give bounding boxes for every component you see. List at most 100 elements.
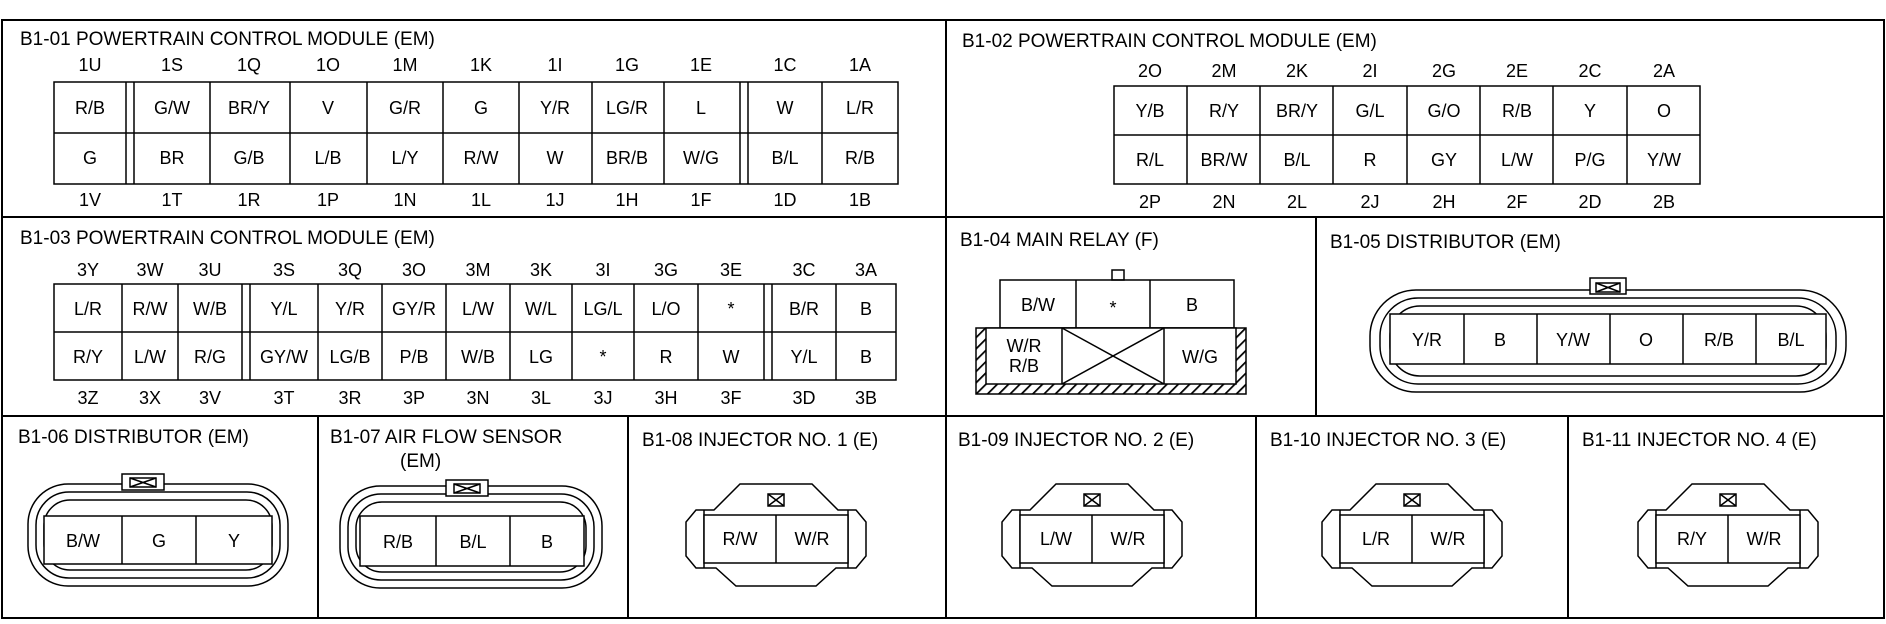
b1-11-lock: [1719, 493, 1737, 507]
b1-04-body: [975, 269, 1247, 395]
b1-08-lock: [767, 493, 785, 507]
b1-03-pin: *: [727, 299, 734, 319]
b1-01-top-label: 1Q: [237, 55, 261, 75]
b1-03-pin: LG/L: [583, 299, 622, 319]
b1-03-bottom-label: 3F: [720, 388, 741, 408]
b1-02-bottom-label: 2J: [1360, 192, 1379, 212]
b1-01-top-label: 1S: [161, 55, 183, 75]
b1-03-pin: P/B: [399, 347, 428, 367]
b1-02-pin: Y: [1584, 101, 1596, 121]
b1-01-bottom-label: 1T: [161, 190, 182, 210]
connector-b1-03: 3YL/RR/Y3Z3WR/WL/W3X3UW/BR/G3V3SY/LGY/W3…: [53, 260, 897, 408]
b1-03-top-label: 3S: [273, 260, 295, 280]
b1-08-outline: [685, 483, 867, 587]
b1-10-lock: [1403, 493, 1421, 507]
b1-01-bottom-label: 1N: [393, 190, 416, 210]
b1-01-pin: G: [474, 98, 488, 118]
b1-11-pin-1: R/Y: [1677, 529, 1707, 549]
b1-09-lock-x2: [1083, 493, 1101, 507]
b1-03-bottom-label: 3P: [403, 388, 425, 408]
b1-01-pin: G/W: [154, 98, 190, 118]
b1-06-pin: G: [152, 531, 166, 551]
connector-b1-08: [685, 483, 867, 587]
b1-03-bottom-label: 3H: [654, 388, 677, 408]
b1-03-title: B1-03 POWERTRAIN CONTROL MODULE (EM): [20, 228, 435, 249]
b1-05-title: B1-05 DISTRIBUTOR (EM): [1330, 232, 1561, 253]
b1-03-pin: GY/W: [260, 347, 308, 367]
b1-01-pin: LG/R: [606, 98, 648, 118]
b1-06-title: B1-06 DISTRIBUTOR (EM): [18, 427, 249, 448]
connector-b1-04: B/W * B W/R R/B W/G: [975, 269, 1247, 395]
b1-01-pin: L/Y: [391, 148, 418, 168]
b1-01-pin: B/L: [771, 148, 798, 168]
b1-02-pin: R/L: [1136, 150, 1164, 170]
b1-05-pin: Y/R: [1412, 330, 1442, 350]
b1-01-bottom-label: 1P: [317, 190, 339, 210]
b1-03-top-label: 3Q: [338, 260, 362, 280]
b1-01-bottom-label: 1D: [773, 190, 796, 210]
b1-06-body: [27, 473, 289, 587]
b1-07-pin: B: [541, 532, 553, 552]
b1-10-outline: [1321, 483, 1503, 587]
b1-09-pin-2: W/R: [1111, 529, 1146, 549]
b1-03-pin: W/L: [525, 299, 557, 319]
b1-02-bottom-label: 2N: [1212, 192, 1235, 212]
b1-03-bottom-label: 3R: [338, 388, 361, 408]
b1-11-outline: [1637, 483, 1819, 587]
b1-02-bottom-label: 2L: [1287, 192, 1307, 212]
b1-08-title: B1-08 INJECTOR NO. 1 (E): [642, 430, 878, 451]
b1-03-top-label: 3C: [792, 260, 815, 280]
b1-02-pin-labels: 2OY/BR/L2P2MR/YBR/W2N2KBR/YB/L2L2IG/LR2J…: [1135, 61, 1681, 212]
b1-03-pin: Y/L: [790, 347, 817, 367]
b1-01-body: [53, 81, 899, 185]
b1-03-bottom-label: 3Z: [77, 388, 98, 408]
b1-01-pin: G/B: [233, 148, 264, 168]
b1-01-pin: L: [696, 98, 706, 118]
b1-01-bottom-label: 1V: [79, 190, 101, 210]
b1-01-bottom-label: 1B: [849, 190, 871, 210]
b1-05-body: [1369, 277, 1847, 393]
b1-03-top-label: 3M: [465, 260, 490, 280]
b1-06-pin: B/W: [66, 531, 100, 551]
b1-10-lock-x2: [1403, 493, 1421, 507]
b1-02-pin: O: [1657, 101, 1671, 121]
b1-02-top-label: 2O: [1138, 61, 1162, 81]
b1-07-title: B1-07 AIR FLOW SENSOR: [330, 427, 562, 448]
b1-03-bottom-label: 3J: [593, 388, 612, 408]
b1-02-bottom-label: 2B: [1653, 192, 1675, 212]
b1-03-bottom-label: 3V: [199, 388, 221, 408]
b1-01-pin: R/B: [845, 148, 875, 168]
b1-01-bottom-label: 1R: [237, 190, 260, 210]
b1-05-pin: R/B: [1704, 330, 1734, 350]
b1-03-bottom-label: 3D: [792, 388, 815, 408]
b1-01-top-label: 1C: [773, 55, 796, 75]
b1-07-body: [339, 479, 603, 589]
b1-01-top-label: 1I: [547, 55, 562, 75]
b1-01-pin-labels: 1UR/BG1V1SG/WBR1T1QBR/YG/B1R1OVL/B1P1MG/…: [75, 55, 875, 210]
connector-b1-02: 2OY/BR/L2P2MR/YBR/W2N2KBR/YB/L2L2IG/LR2J…: [1113, 61, 1701, 212]
b1-03-pin: L/W: [134, 347, 166, 367]
b1-02-pin: R: [1364, 150, 1377, 170]
b1-04-pin-1: B/W: [1021, 295, 1055, 315]
b1-01-pin: G/R: [389, 98, 421, 118]
b1-02-top-label: 2G: [1432, 61, 1456, 81]
b1-03-bottom-label: 3N: [466, 388, 489, 408]
b1-03-pin: L/W: [462, 299, 494, 319]
b1-03-pin: LG: [529, 347, 553, 367]
b1-02-title: B1-02 POWERTRAIN CONTROL MODULE (EM): [962, 31, 1377, 52]
b1-01-pin: W: [777, 98, 794, 118]
b1-01-top-label: 1K: [470, 55, 492, 75]
b1-02-top-label: 2K: [1286, 61, 1308, 81]
b1-03-top-label: 3O: [402, 260, 426, 280]
b1-01-pin: Y/R: [540, 98, 570, 118]
b1-01-top-label: 1E: [690, 55, 712, 75]
b1-03-bottom-label: 3X: [139, 388, 161, 408]
b1-07-pin: R/B: [383, 532, 413, 552]
b1-04-pin-4b: R/B: [1009, 356, 1039, 376]
